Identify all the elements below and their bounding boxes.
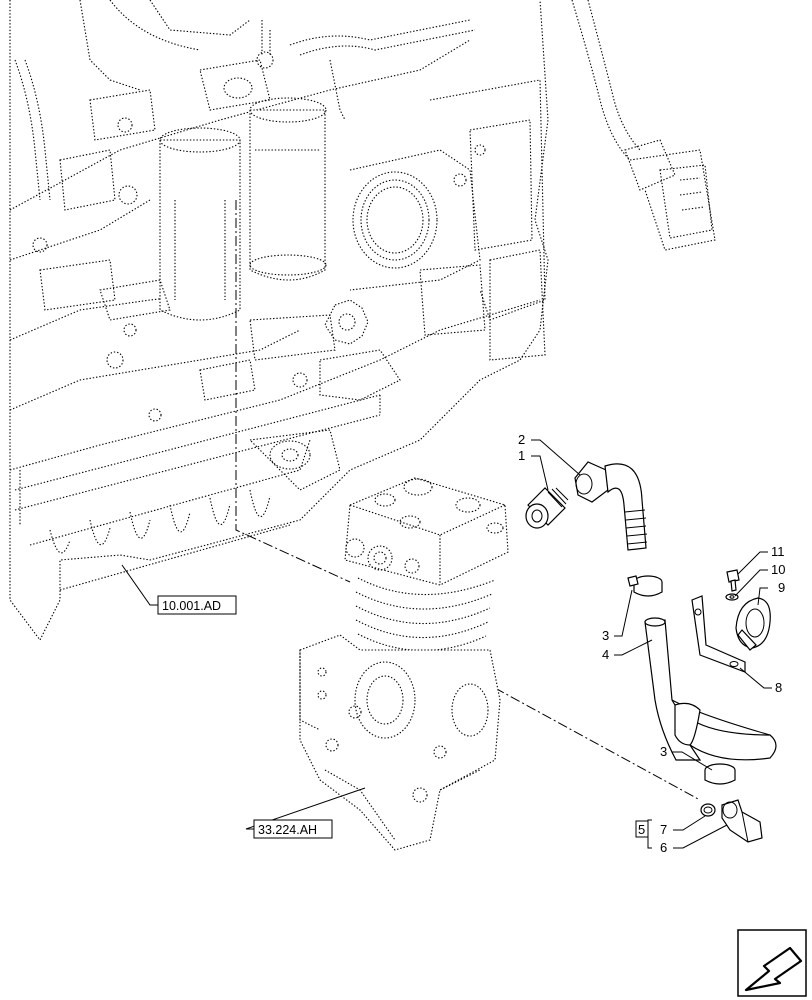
- reference-engine[interactable]: 10.001.AD: [157, 595, 237, 615]
- callout-3b: 3: [660, 744, 667, 759]
- part-8-bracket: [691, 595, 746, 673]
- callout-3a: 3: [602, 628, 609, 643]
- callout-8: 8: [775, 680, 782, 695]
- part-2-pipe-fitting: [574, 461, 648, 551]
- part-4-hose: [644, 617, 777, 761]
- reference-engine-label: 10.001.AD: [162, 599, 221, 613]
- callout-9: 9: [778, 580, 785, 595]
- reference-compressor-label: 33.224.AH: [258, 823, 317, 837]
- callout-5-box: 5: [635, 820, 649, 838]
- callout-5: 5: [638, 822, 645, 837]
- engine-block: [9, 0, 716, 642]
- callout-1: 1: [518, 448, 525, 463]
- part-11-bolt: [726, 569, 740, 592]
- air-compressor: [299, 477, 509, 851]
- callout-7: 7: [660, 822, 667, 837]
- part-1-fitting: [525, 487, 569, 529]
- alignment-line: [235, 200, 351, 583]
- part-6-elbow: [721, 799, 763, 843]
- callouts: 1 2 3 4 3 5 6 7 8 9 10 11: [518, 432, 785, 855]
- callout-2: 2: [518, 432, 525, 447]
- alignment-line-lower: [494, 687, 701, 801]
- callout-6: 6: [660, 840, 667, 855]
- part-3-clamp-lower: [704, 763, 736, 785]
- arrow-back-icon[interactable]: [737, 929, 807, 997]
- callout-4: 4: [602, 647, 609, 662]
- part-9-clamp: [735, 597, 771, 651]
- part-7-o-ring: [700, 803, 716, 817]
- callout-11: 11: [771, 544, 785, 559]
- reference-compressor[interactable]: 33.224.AH: [253, 819, 333, 839]
- part-3-clamp-upper: [627, 575, 663, 597]
- leader-lines: [121, 439, 772, 849]
- callout-10: 10: [771, 562, 785, 577]
